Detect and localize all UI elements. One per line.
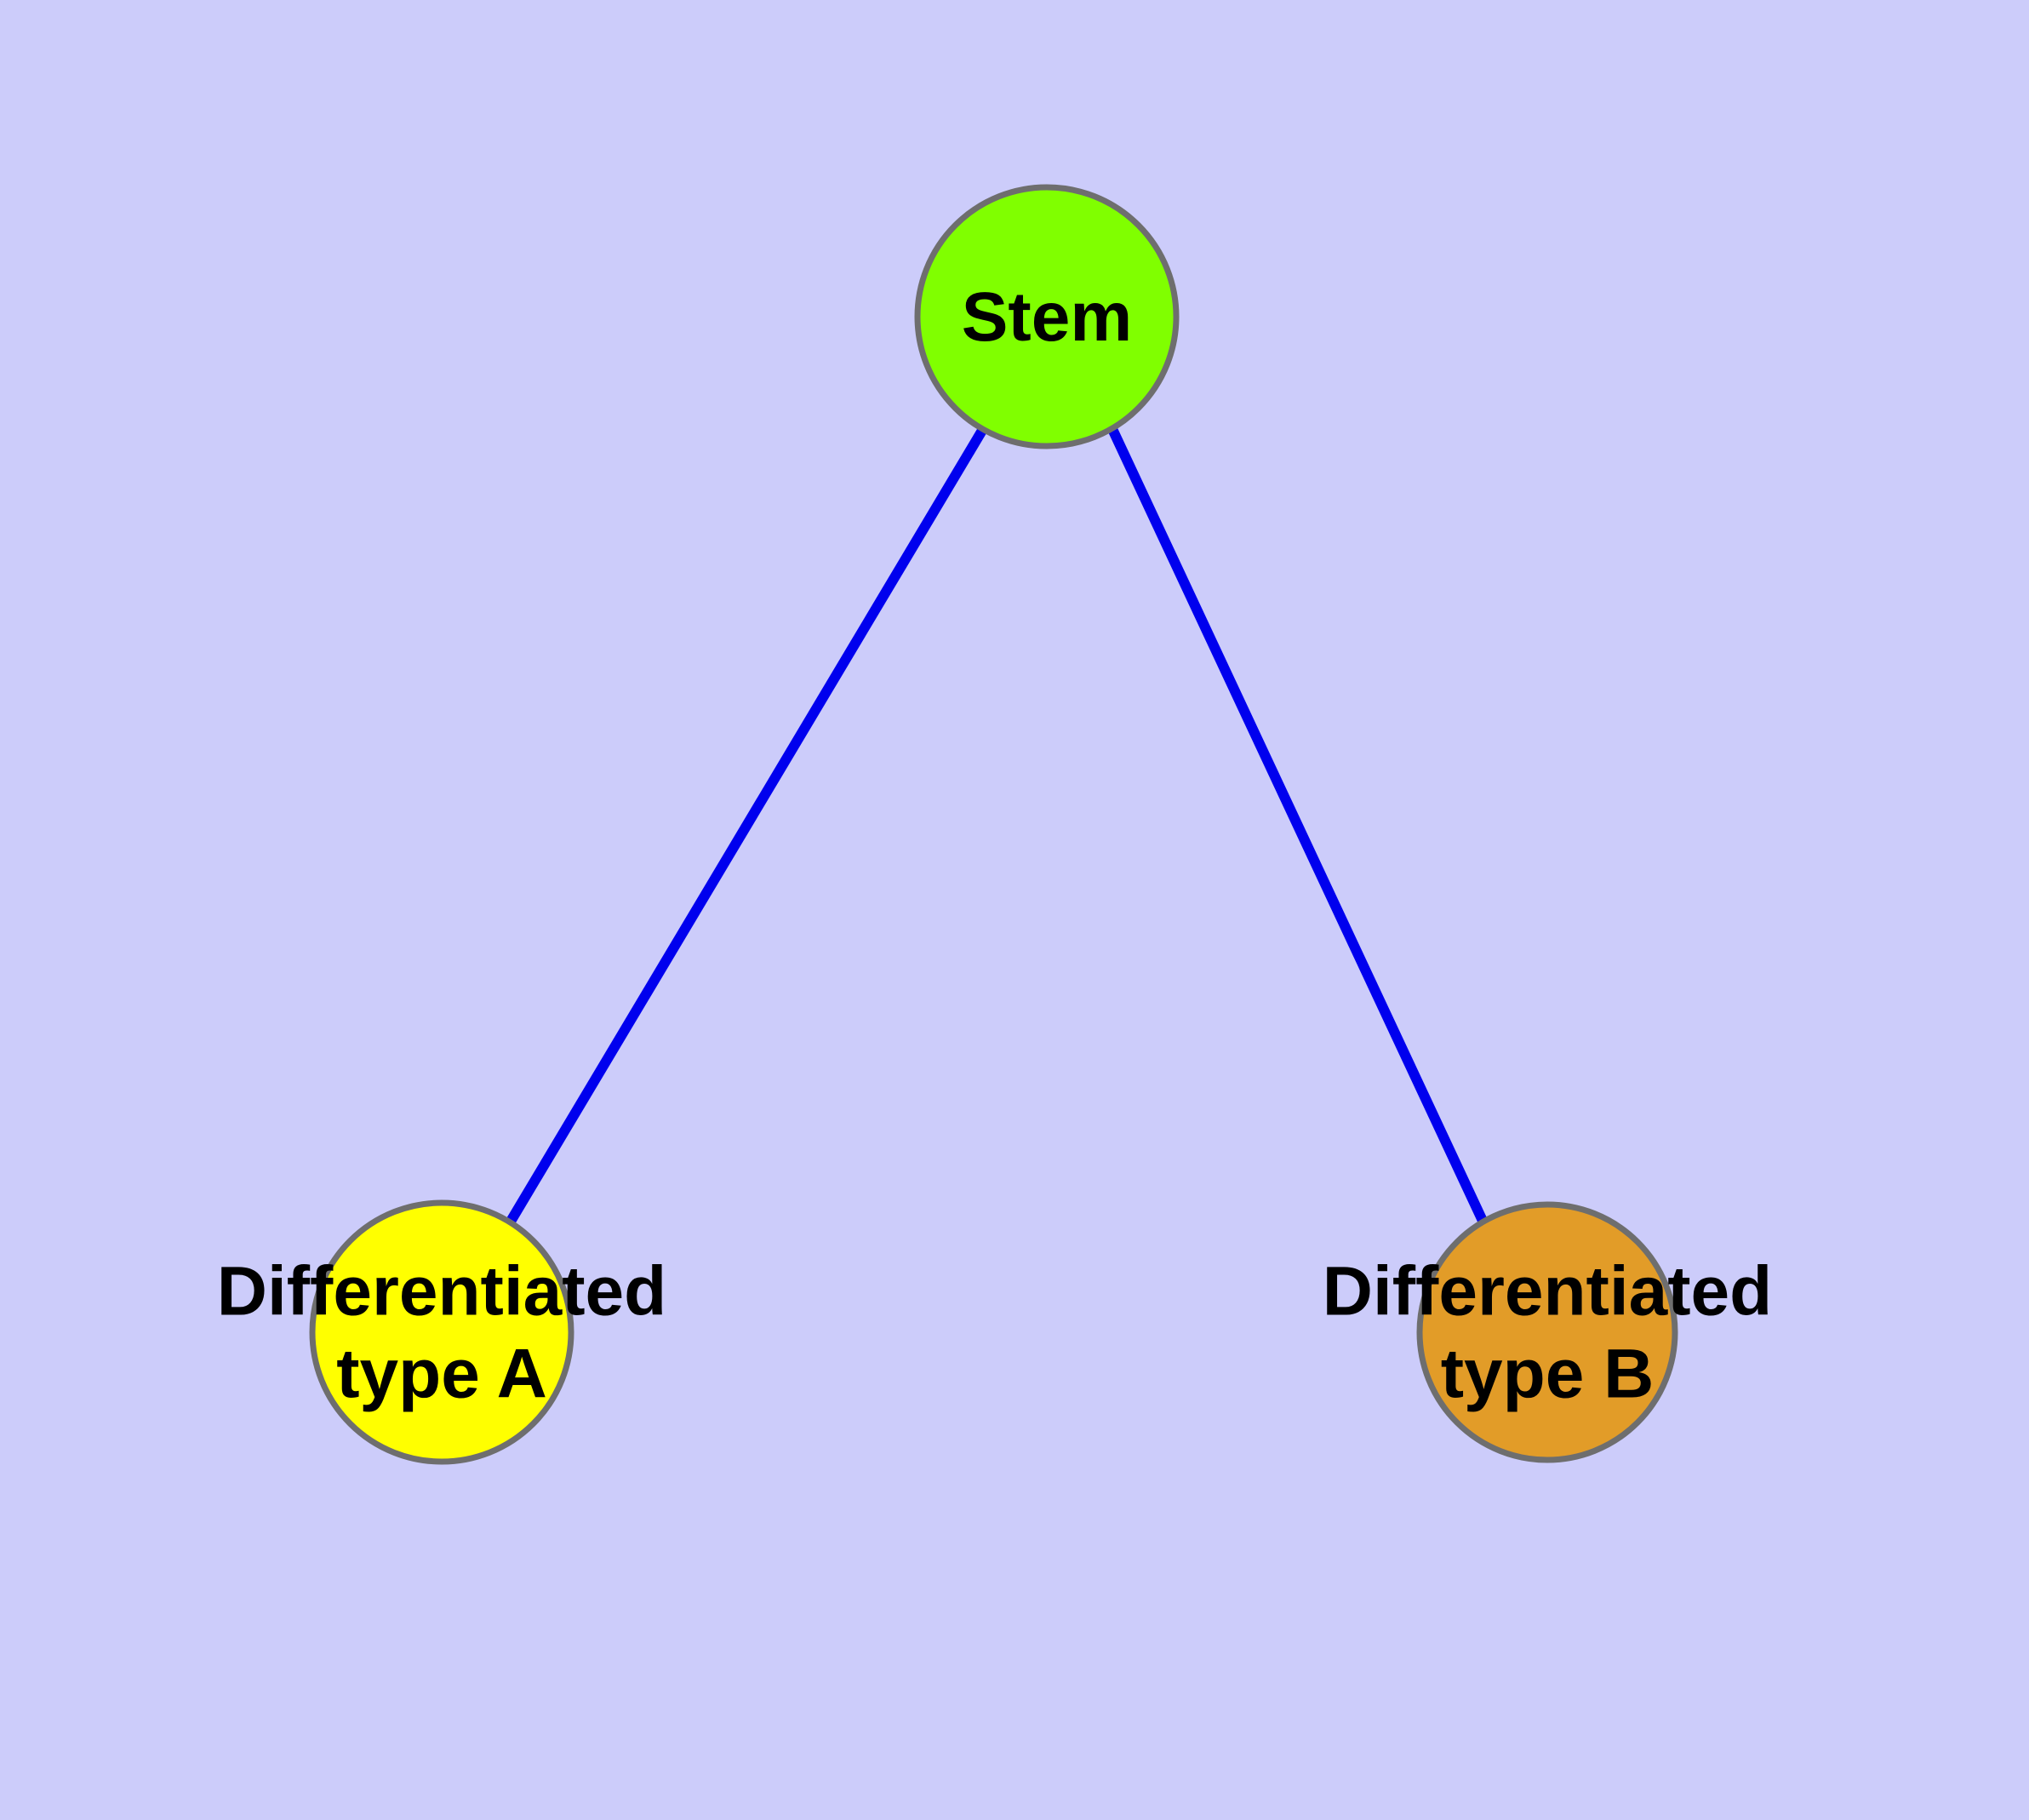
edges-layer <box>506 426 1488 1223</box>
node-differentiated-type-a-circle[interactable] <box>309 1199 574 1465</box>
node-differentiated-type-b-circle[interactable] <box>1416 1201 1678 1463</box>
node-stem-circle[interactable] <box>914 184 1180 449</box>
node-stem-label: Stem <box>962 278 1133 356</box>
edge-stem-to-type-b[interactable] <box>1107 426 1488 1223</box>
edge-stem-to-type-a[interactable] <box>506 426 988 1223</box>
node-stem[interactable]: Stem <box>914 184 1180 449</box>
